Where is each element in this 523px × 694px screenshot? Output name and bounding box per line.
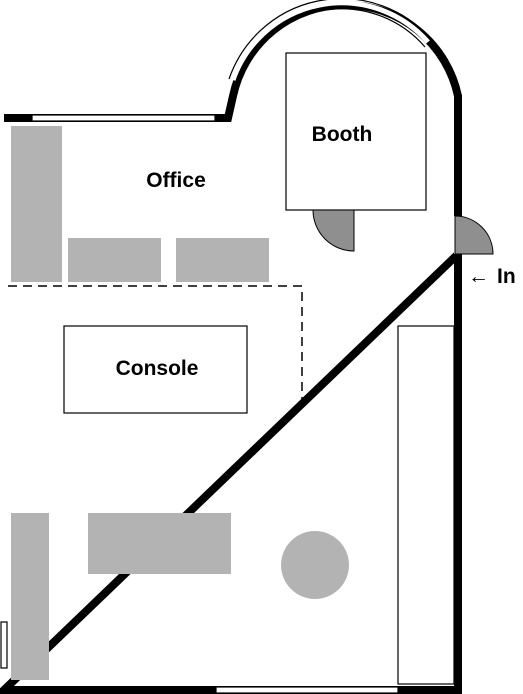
booth-label: Booth [312, 123, 373, 146]
booth-door-swing [312, 209, 355, 252]
entrance-door-swing [454, 215, 494, 255]
right-counter [397, 325, 455, 685]
office-desk-right [176, 238, 269, 282]
console-label: Console [116, 357, 199, 380]
office-cabinet [11, 126, 62, 282]
office-label: Office [146, 169, 206, 192]
office-partition [8, 285, 303, 400]
console [63, 325, 248, 414]
top-window [31, 114, 216, 122]
left-window [0, 621, 8, 669]
left-shelf [11, 513, 49, 680]
arched-window-outline [228, 0, 431, 80]
arched-window [230, 0, 430, 81]
bottom-window [215, 686, 399, 694]
booth-room [285, 52, 427, 211]
round-table [281, 531, 349, 599]
sofa [88, 513, 231, 574]
entrance-arrow-icon: ← [468, 265, 489, 288]
entrance-label: In [497, 265, 516, 288]
arched-window-inner-outline [237, 8, 426, 83]
office-desk-left [68, 238, 161, 282]
